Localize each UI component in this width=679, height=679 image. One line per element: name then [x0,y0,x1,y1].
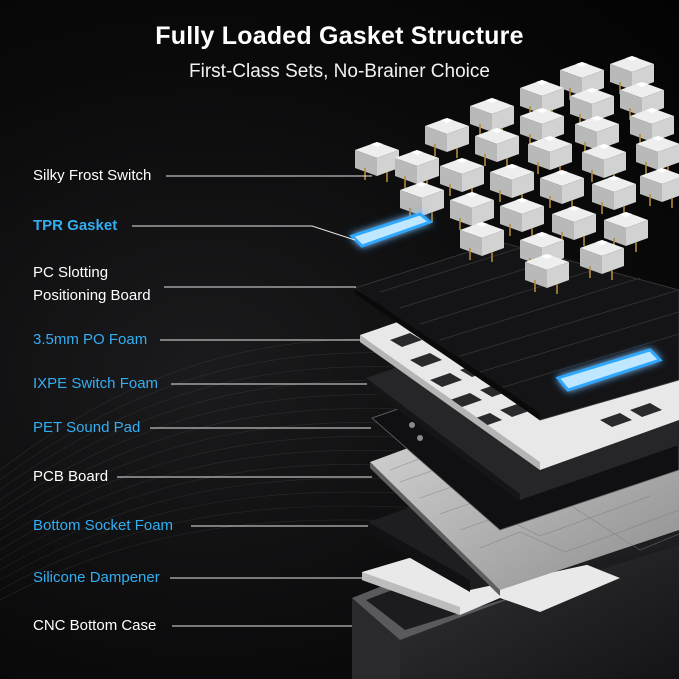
label-ixpe-switch-foam: IXPE Switch Foam [33,375,159,392]
label-pet-sound-pad: PET Sound Pad [33,419,141,436]
label-pc-slotting-line2: Positioning Board [33,287,151,304]
label-silicone-dampener: Silicone Dampener [33,569,160,586]
page-subtitle: First-Class Sets, No-Brainer Choice [189,61,490,82]
label-cnc-bottom-case: CNC Bottom Case [33,617,157,634]
leader-lines [117,175,372,627]
tpr-gasket-glow [349,212,663,392]
label-tpr-gasket: TPR Gasket [33,217,118,234]
label-bottom-socket-foam: Bottom Socket Foam [33,517,174,534]
label-pc-slotting-line1: PC Slotting [33,264,109,281]
label-pcb-board: PCB Board [33,468,109,485]
label-po-foam: 3.5mm PO Foam [33,331,148,348]
label-silky-frost-switch: Silky Frost Switch [33,167,152,184]
page-title: Fully Loaded Gasket Structure [155,22,524,50]
